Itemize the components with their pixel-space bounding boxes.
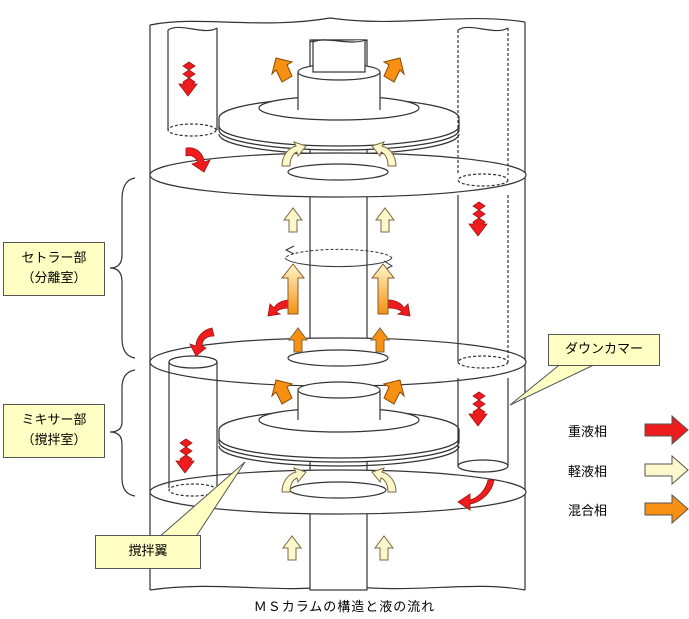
legend-light-arrow	[644, 454, 689, 486]
plate-bottom	[149, 469, 527, 515]
brace-mixer	[109, 369, 136, 497]
mixer-label: ミキサー部 （撹拌室）	[3, 404, 105, 458]
plate-top	[149, 152, 527, 198]
settler-label: セトラー部 （分離室）	[3, 242, 105, 296]
downcomer-top-left	[167, 26, 218, 137]
downcomer-text: ダウンカマー	[564, 342, 643, 357]
legend-mixed-arrow	[644, 493, 689, 525]
heavy-phase-down-arrows	[175, 61, 488, 474]
impeller-text: 撹拌翼	[128, 544, 168, 559]
settler-title: セトラー部	[21, 251, 87, 266]
light-phase-up-arrows	[281, 141, 397, 561]
lower-hub	[218, 381, 460, 467]
mixed-phase-arrows	[271, 57, 405, 405]
heavy-phase-curved-arrows	[185, 147, 495, 511]
downcomer-right	[457, 26, 509, 473]
legend-arrows	[644, 414, 689, 525]
downcomer-pointer	[509, 361, 601, 406]
legend-heavy-label: 重液相	[568, 425, 608, 440]
brace-settler	[109, 177, 136, 359]
settler-subtitle: （分離室）	[21, 271, 87, 286]
separation-arrows	[280, 263, 396, 315]
plate-middle	[149, 337, 527, 387]
legend-light-label: 軽液相	[568, 465, 608, 480]
mixer-subtitle: （撹拌室）	[21, 433, 87, 448]
legend-mixed-label: 混合相	[568, 504, 608, 519]
mixer-title: ミキサー部	[21, 413, 87, 428]
impeller-label: 撹拌翼	[95, 535, 201, 569]
legend-heavy-arrow	[644, 414, 689, 446]
downcomer-label: ダウンカマー	[548, 334, 660, 366]
figure-caption: ＭＳカラムの構造と液の流れ	[253, 600, 436, 615]
upper-hub	[218, 39, 460, 155]
